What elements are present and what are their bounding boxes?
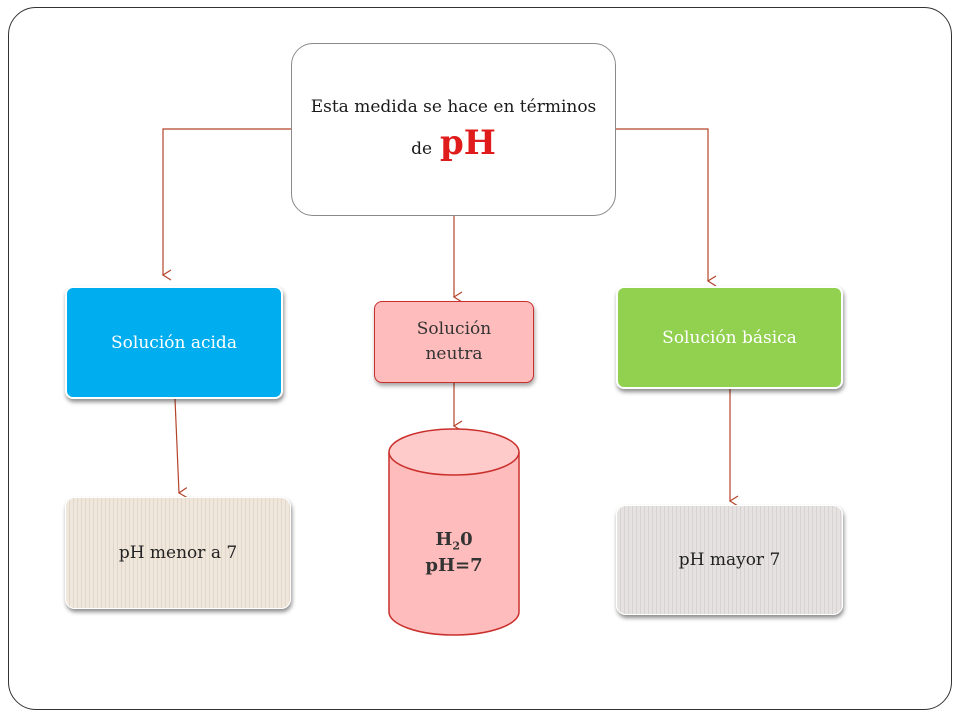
water-formula-label: H20 pH=7 — [390, 528, 518, 579]
water-ph-value: pH=7 — [425, 555, 483, 577]
ph-measure-box: Esta medida se hace en términos de pH — [291, 43, 616, 216]
acid-result-box: pH menor a 7 — [65, 497, 291, 609]
connector-acid-to-result — [174, 398, 188, 499]
water-cylinder — [388, 428, 520, 636]
measure-text-prefix: de — [411, 138, 433, 159]
basic-result-box: pH mayor 7 — [616, 505, 843, 615]
connector-to-acid — [161, 128, 291, 281]
formula-tail: 0 — [460, 529, 473, 550]
ph-emphasis: pH — [440, 122, 496, 163]
measure-text: Esta medida se hace en términos — [310, 96, 597, 117]
slide-frame — [8, 7, 952, 710]
connector-to-basic — [616, 128, 717, 287]
formula-subscript: 2 — [452, 539, 461, 553]
acid-solution-box: Solución acida — [65, 286, 283, 399]
basic-solution-box: Solución básica — [616, 286, 843, 389]
neutral-solution-box: Solución neutra — [374, 301, 534, 383]
formula-h: H — [435, 529, 453, 550]
